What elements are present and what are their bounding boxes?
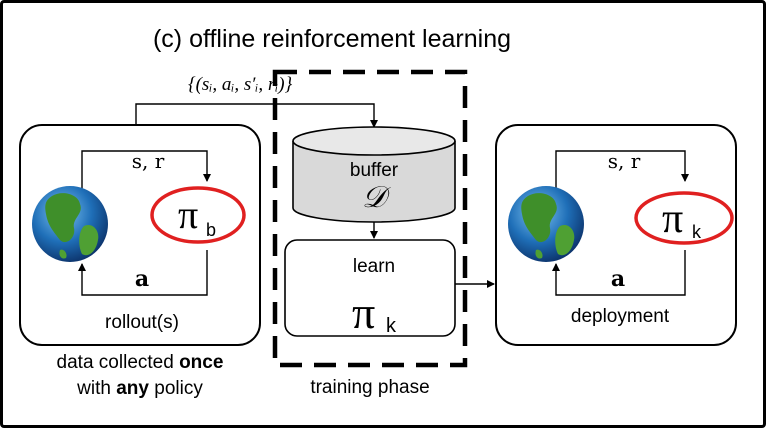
database-cylinder-icon [292, 126, 456, 223]
left-action-arrow [78, 250, 208, 296]
rollout-caption: rollout(s) [105, 312, 179, 333]
right-action-label: a [611, 266, 625, 292]
deployed-policy-highlight [634, 191, 734, 245]
learned-policy-symbol: π [352, 287, 375, 338]
behavior-policy-symbol: π [178, 192, 198, 237]
diagram-title: (c) offline reinforcement learning [153, 25, 511, 53]
deployed-policy-subscript: k [692, 222, 702, 242]
left-action-label: a [135, 266, 149, 292]
deployment-caption: deployment [571, 306, 670, 327]
deployed-policy-symbol: π [662, 196, 683, 242]
left-state-reward-arrow [81, 150, 211, 196]
training-phase-box [272, 69, 468, 368]
training-phase-caption: training phase [310, 377, 429, 398]
earth-globe-icon [508, 186, 584, 262]
earth-globe-icon [32, 186, 108, 262]
data-note-line2: with any policy [76, 378, 203, 399]
learned-policy-subscript: k [386, 315, 397, 337]
behavior-policy-highlight [150, 186, 246, 244]
data-note-line1: data collected once [57, 352, 224, 373]
left-state-reward-label: s, r [132, 149, 165, 173]
transition-tuple-label: {(sᵢ, aᵢ, s′ᵢ, rᵢ)} [188, 74, 293, 95]
right-action-arrow [552, 250, 686, 296]
learn-box [284, 239, 456, 337]
rollout-panel [19, 124, 261, 346]
learn-label: learn [353, 256, 395, 277]
right-state-reward-arrow [555, 150, 689, 196]
rollout-to-buffer-arrow [135, 103, 378, 128]
right-state-reward-label: s, r [608, 149, 641, 173]
buffer-label: buffer [350, 160, 399, 181]
behavior-policy-subscript: b [206, 220, 216, 240]
